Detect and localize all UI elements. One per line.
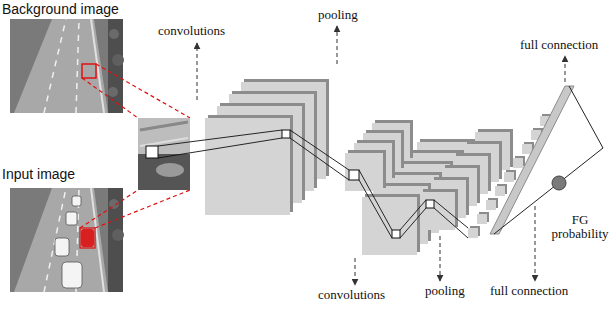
output-lines (494, 86, 603, 234)
background-photo (76, 19, 79, 113)
input-photo (55, 238, 69, 256)
annotation-arrow (197, 26, 565, 285)
fc-units (477, 214, 487, 224)
receptive-field-line (400, 200, 426, 230)
fc-band (490, 86, 574, 234)
background-photo (14, 19, 108, 113)
layer-label: full connection (520, 38, 598, 52)
receptive-field-line (290, 138, 349, 180)
receptive-field-line (290, 130, 349, 170)
receptive-field-line (434, 200, 468, 228)
output-unit (552, 176, 566, 190)
output-unit (552, 176, 566, 190)
annotation-arrow (197, 43, 198, 100)
background-photo (108, 87, 118, 97)
receptive-field-line (158, 138, 282, 158)
receptive-field-line (400, 208, 426, 238)
fc-units (504, 172, 514, 182)
receptive-field-square (282, 130, 290, 138)
receptive-field-square (392, 230, 400, 238)
patch-leader (95, 190, 190, 228)
layer-label: convolutions (318, 288, 385, 302)
layer-label: pooling (318, 8, 358, 22)
receptive-field-line (434, 208, 468, 238)
input-photo (10, 188, 123, 292)
image-panel: Background image (2, 1, 123, 113)
feature-map-stack (205, 118, 290, 215)
input-photo (112, 229, 124, 241)
background-photo (44, 19, 66, 113)
annotation-arrow (535, 206, 536, 281)
pooled-map-stack (420, 129, 513, 230)
input-photo (81, 229, 94, 247)
input-patch (140, 122, 188, 130)
input-photo (10, 188, 124, 292)
input-photo (62, 262, 82, 288)
image-heading: Input image (2, 166, 123, 183)
input-patch (138, 154, 190, 190)
input-patch (146, 146, 158, 158)
fc-band (490, 86, 574, 234)
receptive-field-line (158, 130, 468, 238)
patch-leader (80, 64, 190, 228)
layer-label: full connection (490, 284, 568, 298)
layer-label: FG probability (548, 213, 612, 241)
input-photo (72, 196, 81, 206)
receptive-field-square (426, 200, 434, 208)
patch-leader (96, 64, 190, 118)
annotation-arrow (440, 236, 441, 281)
receptive-field-square (349, 170, 359, 180)
input-photo (14, 188, 108, 292)
receptive-field-square (282, 130, 434, 238)
receptive-field-line (359, 180, 392, 238)
input-patch (156, 163, 184, 177)
fc-units (468, 114, 552, 238)
background-photo (91, 19, 104, 113)
fc-units (495, 186, 505, 196)
receptive-field-line (359, 170, 392, 230)
layer-label: pooling (425, 284, 465, 298)
background-photo (10, 19, 123, 113)
output-lines (569, 86, 603, 148)
annotation-arrow (355, 258, 356, 285)
fc-units (522, 144, 532, 154)
image-panel: Input image (2, 166, 123, 292)
background-photo (109, 29, 119, 39)
patch-leader (82, 78, 138, 118)
input-photo (108, 188, 123, 292)
layer-label: convolutions (158, 24, 225, 38)
fc-units (468, 228, 478, 238)
background-photo (82, 64, 96, 78)
background-photo (10, 19, 124, 113)
input-photo (80, 228, 95, 248)
receptive-field-line (158, 130, 282, 146)
fc-units (486, 200, 496, 210)
fc-units (513, 158, 523, 168)
pooled-map-stack (345, 120, 413, 191)
input-photo (66, 212, 77, 225)
image-heading: Background image (2, 1, 123, 18)
annotation-arrow (337, 26, 338, 64)
annotation-arrow (565, 56, 566, 82)
pooled-map-stack (345, 153, 383, 191)
background-photo (112, 54, 124, 66)
